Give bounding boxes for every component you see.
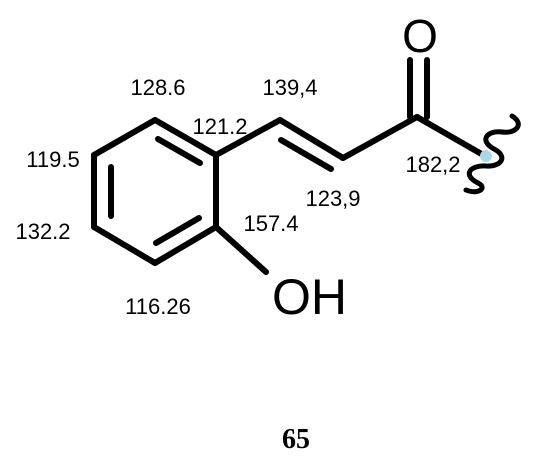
shift-ring-ipso: 121.2 (192, 114, 247, 139)
ring-to-vinyl-bond (213, 117, 283, 158)
benzene-ring (91, 117, 219, 266)
attachment-point (463, 113, 521, 195)
shift-beta-vinyl: 123,9 (305, 186, 360, 211)
ring-inner-double-top (155, 136, 203, 166)
ring-bond-bottom-right (152, 224, 219, 266)
ring-bond-bottom-left (91, 224, 158, 266)
hydroxyl-label: OH (272, 269, 347, 325)
shift-ring-oh: 157.4 (243, 211, 298, 236)
carbonyl-to-r-bond (414, 114, 488, 159)
wavy-bond-icon (463, 113, 521, 195)
shift-ring-bottom: 116.26 (125, 294, 191, 319)
ring-to-oh-bond (213, 224, 269, 275)
shift-ring-top: 128.6 (130, 75, 185, 100)
enone-chain (213, 57, 488, 172)
compound-number: 65 (282, 424, 310, 455)
carbonyl-oxygen-label: O (402, 10, 438, 62)
ring-bond-top-right (152, 117, 219, 158)
vinyl-double-bond-outer (277, 117, 346, 161)
shift-alpha-vinyl: 139,4 (262, 75, 317, 100)
ring-inner-double-bottom (153, 215, 202, 246)
ring-bond-top-left (91, 117, 158, 158)
vinyl-double-bond-inner (278, 137, 334, 172)
vinyl-to-carbonyl-bond (340, 114, 420, 161)
shift-ring-upper-left: 119.5 (26, 147, 79, 172)
shift-ring-lower-left: 132.2 (15, 219, 70, 244)
shift-carbonyl: 182,2 (405, 152, 460, 177)
attachment-highlight (480, 150, 492, 162)
